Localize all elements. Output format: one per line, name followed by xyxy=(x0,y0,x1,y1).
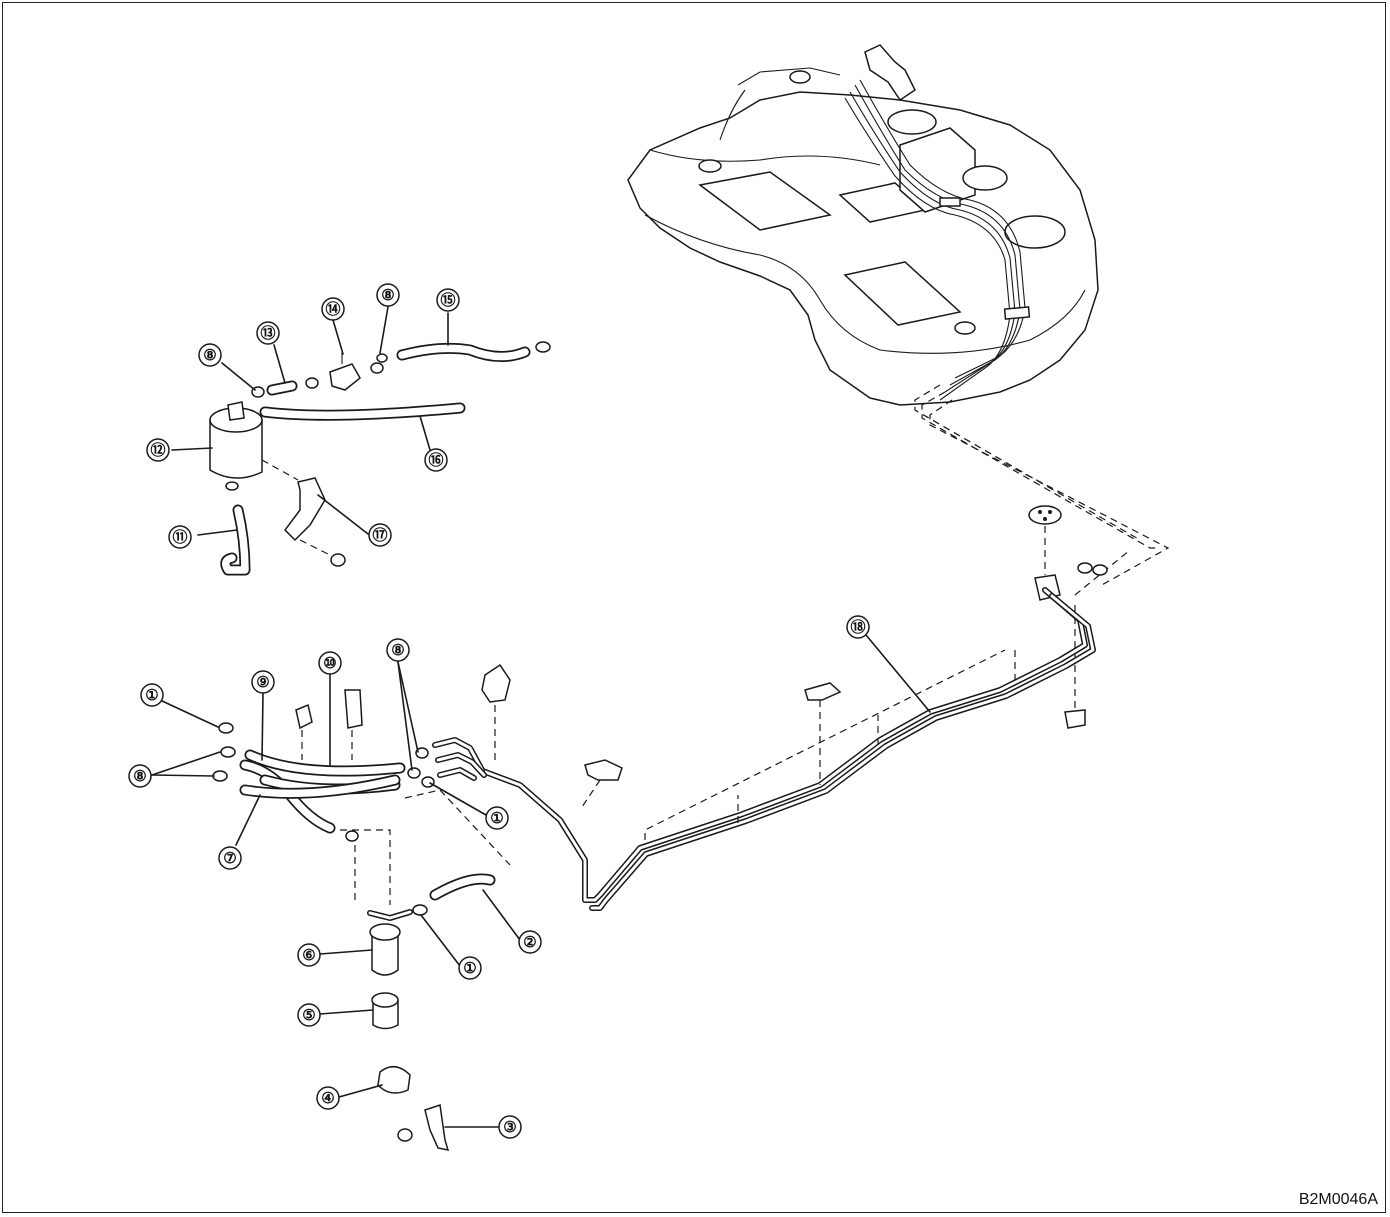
svg-text:⑭: ⑭ xyxy=(325,300,340,318)
figure-code: B2M0046A xyxy=(1298,1191,1378,1208)
svg-text:⑥: ⑥ xyxy=(302,947,315,964)
callout-13: ⑬ xyxy=(256,321,280,345)
svg-text:⑤: ⑤ xyxy=(302,1007,315,1024)
svg-text:③: ③ xyxy=(503,1119,516,1136)
main-fuel-line xyxy=(477,587,1096,911)
tank-line-routing-guides xyxy=(914,384,1170,596)
fuel-filter-group xyxy=(340,789,511,1151)
callout-12: ⑫ xyxy=(146,438,170,462)
callout-8a: ⑧ xyxy=(128,764,152,788)
callout-10: ⑩ xyxy=(318,651,342,675)
svg-text:⑧: ⑧ xyxy=(381,287,394,304)
svg-text:⑬: ⑬ xyxy=(260,324,275,342)
fuel-tank xyxy=(627,44,1099,406)
svg-text:⑧: ⑧ xyxy=(133,768,146,785)
rear-line-bracket xyxy=(1028,505,1108,729)
svg-text:⑧: ⑧ xyxy=(203,347,216,364)
svg-text:①: ① xyxy=(145,687,158,704)
svg-text:⑫: ⑫ xyxy=(150,441,165,459)
hose-assembly xyxy=(212,689,406,834)
callout-1b: ① xyxy=(485,806,509,830)
svg-text:⑰: ⑰ xyxy=(372,526,387,544)
callout-8c: ⑧ xyxy=(198,343,222,367)
callout-14: ⑭ xyxy=(321,297,345,321)
callout-1a: ① xyxy=(140,683,164,707)
callout-labels: ① ① ① ② ③ ④ ⑤ ⑥ ⑦ ⑧ ⑧ ⑧ ⑧ ⑨ ⑩ ⑪ ⑫ ⑬ ⑭ ⑮ … xyxy=(128,283,870,1139)
callout-2: ② xyxy=(518,930,542,954)
callout-9: ⑨ xyxy=(251,670,275,694)
svg-text:⑨: ⑨ xyxy=(256,674,269,691)
callout-8d: ⑧ xyxy=(376,283,400,307)
svg-text:⑦: ⑦ xyxy=(223,850,236,867)
callout-4: ④ xyxy=(316,1086,340,1110)
callout-leaders xyxy=(151,306,931,1128)
svg-text:①: ① xyxy=(463,960,476,977)
callout-1c: ① xyxy=(458,956,482,980)
canister-group xyxy=(209,341,551,576)
front-tube-ends xyxy=(407,737,487,788)
svg-text:⑪: ⑪ xyxy=(172,528,187,546)
callout-16: ⑯ xyxy=(424,448,448,472)
callout-8b: ⑧ xyxy=(386,638,410,662)
svg-text:①: ① xyxy=(490,810,503,827)
callout-5: ⑤ xyxy=(297,1003,321,1027)
callout-6: ⑥ xyxy=(297,943,321,967)
callout-17: ⑰ xyxy=(368,523,392,547)
svg-text:⑩: ⑩ xyxy=(323,655,336,672)
svg-text:⑯: ⑯ xyxy=(428,451,443,469)
callout-15: ⑮ xyxy=(436,288,460,312)
svg-text:⑧: ⑧ xyxy=(391,642,404,659)
svg-text:⑱: ⑱ xyxy=(850,618,865,636)
svg-text:⑮: ⑮ xyxy=(440,291,455,309)
line-clips xyxy=(481,663,623,811)
callout-7: ⑦ xyxy=(218,846,242,870)
svg-text:②: ② xyxy=(523,934,536,951)
callout-18: ⑱ xyxy=(846,615,870,639)
svg-text:④: ④ xyxy=(321,1090,334,1107)
callout-11: ⑪ xyxy=(168,525,192,549)
callout-3: ③ xyxy=(498,1115,522,1139)
